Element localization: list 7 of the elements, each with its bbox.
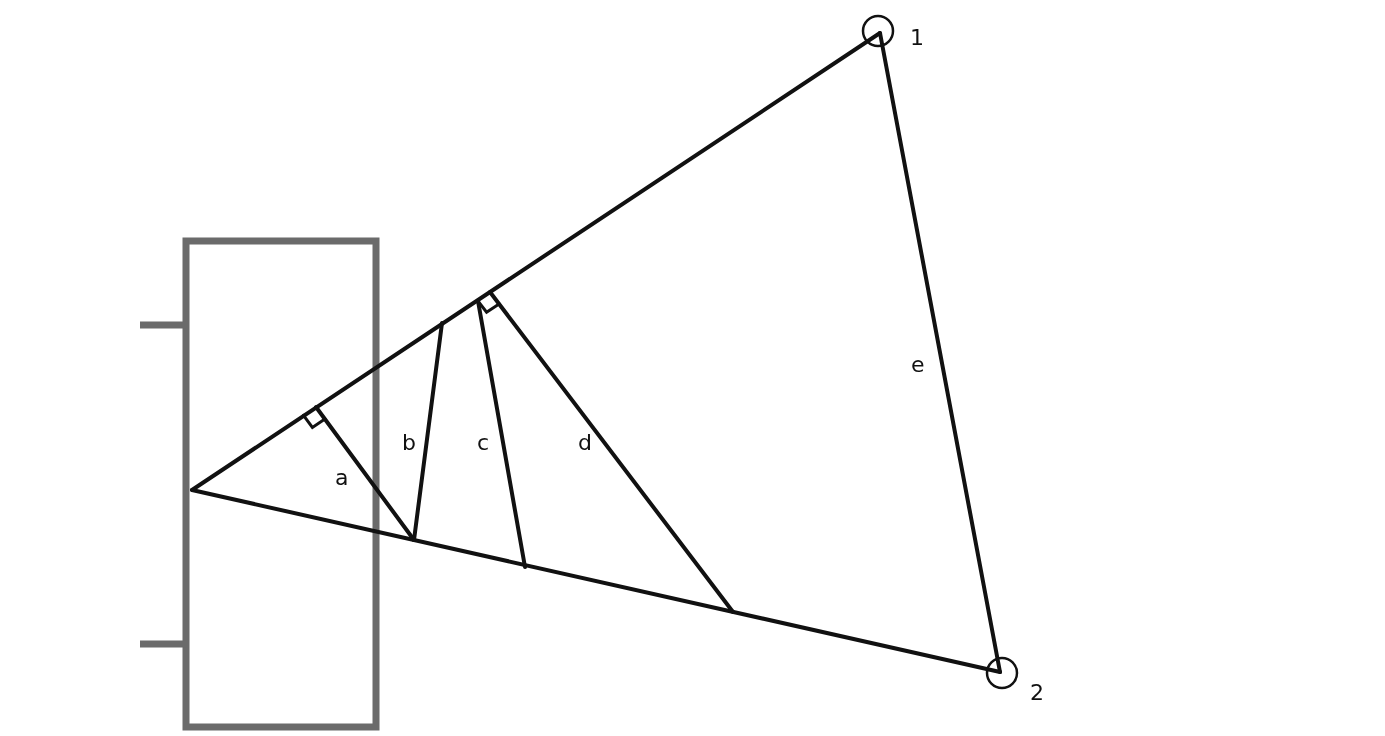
- point-label: 2: [1030, 681, 1044, 705]
- point-label: 1: [910, 26, 924, 50]
- segment-label: d: [578, 431, 592, 455]
- segment-label: a: [335, 466, 349, 490]
- segment-label: c: [477, 431, 490, 455]
- segment-label: b: [402, 431, 416, 455]
- segment-label: e: [911, 353, 925, 377]
